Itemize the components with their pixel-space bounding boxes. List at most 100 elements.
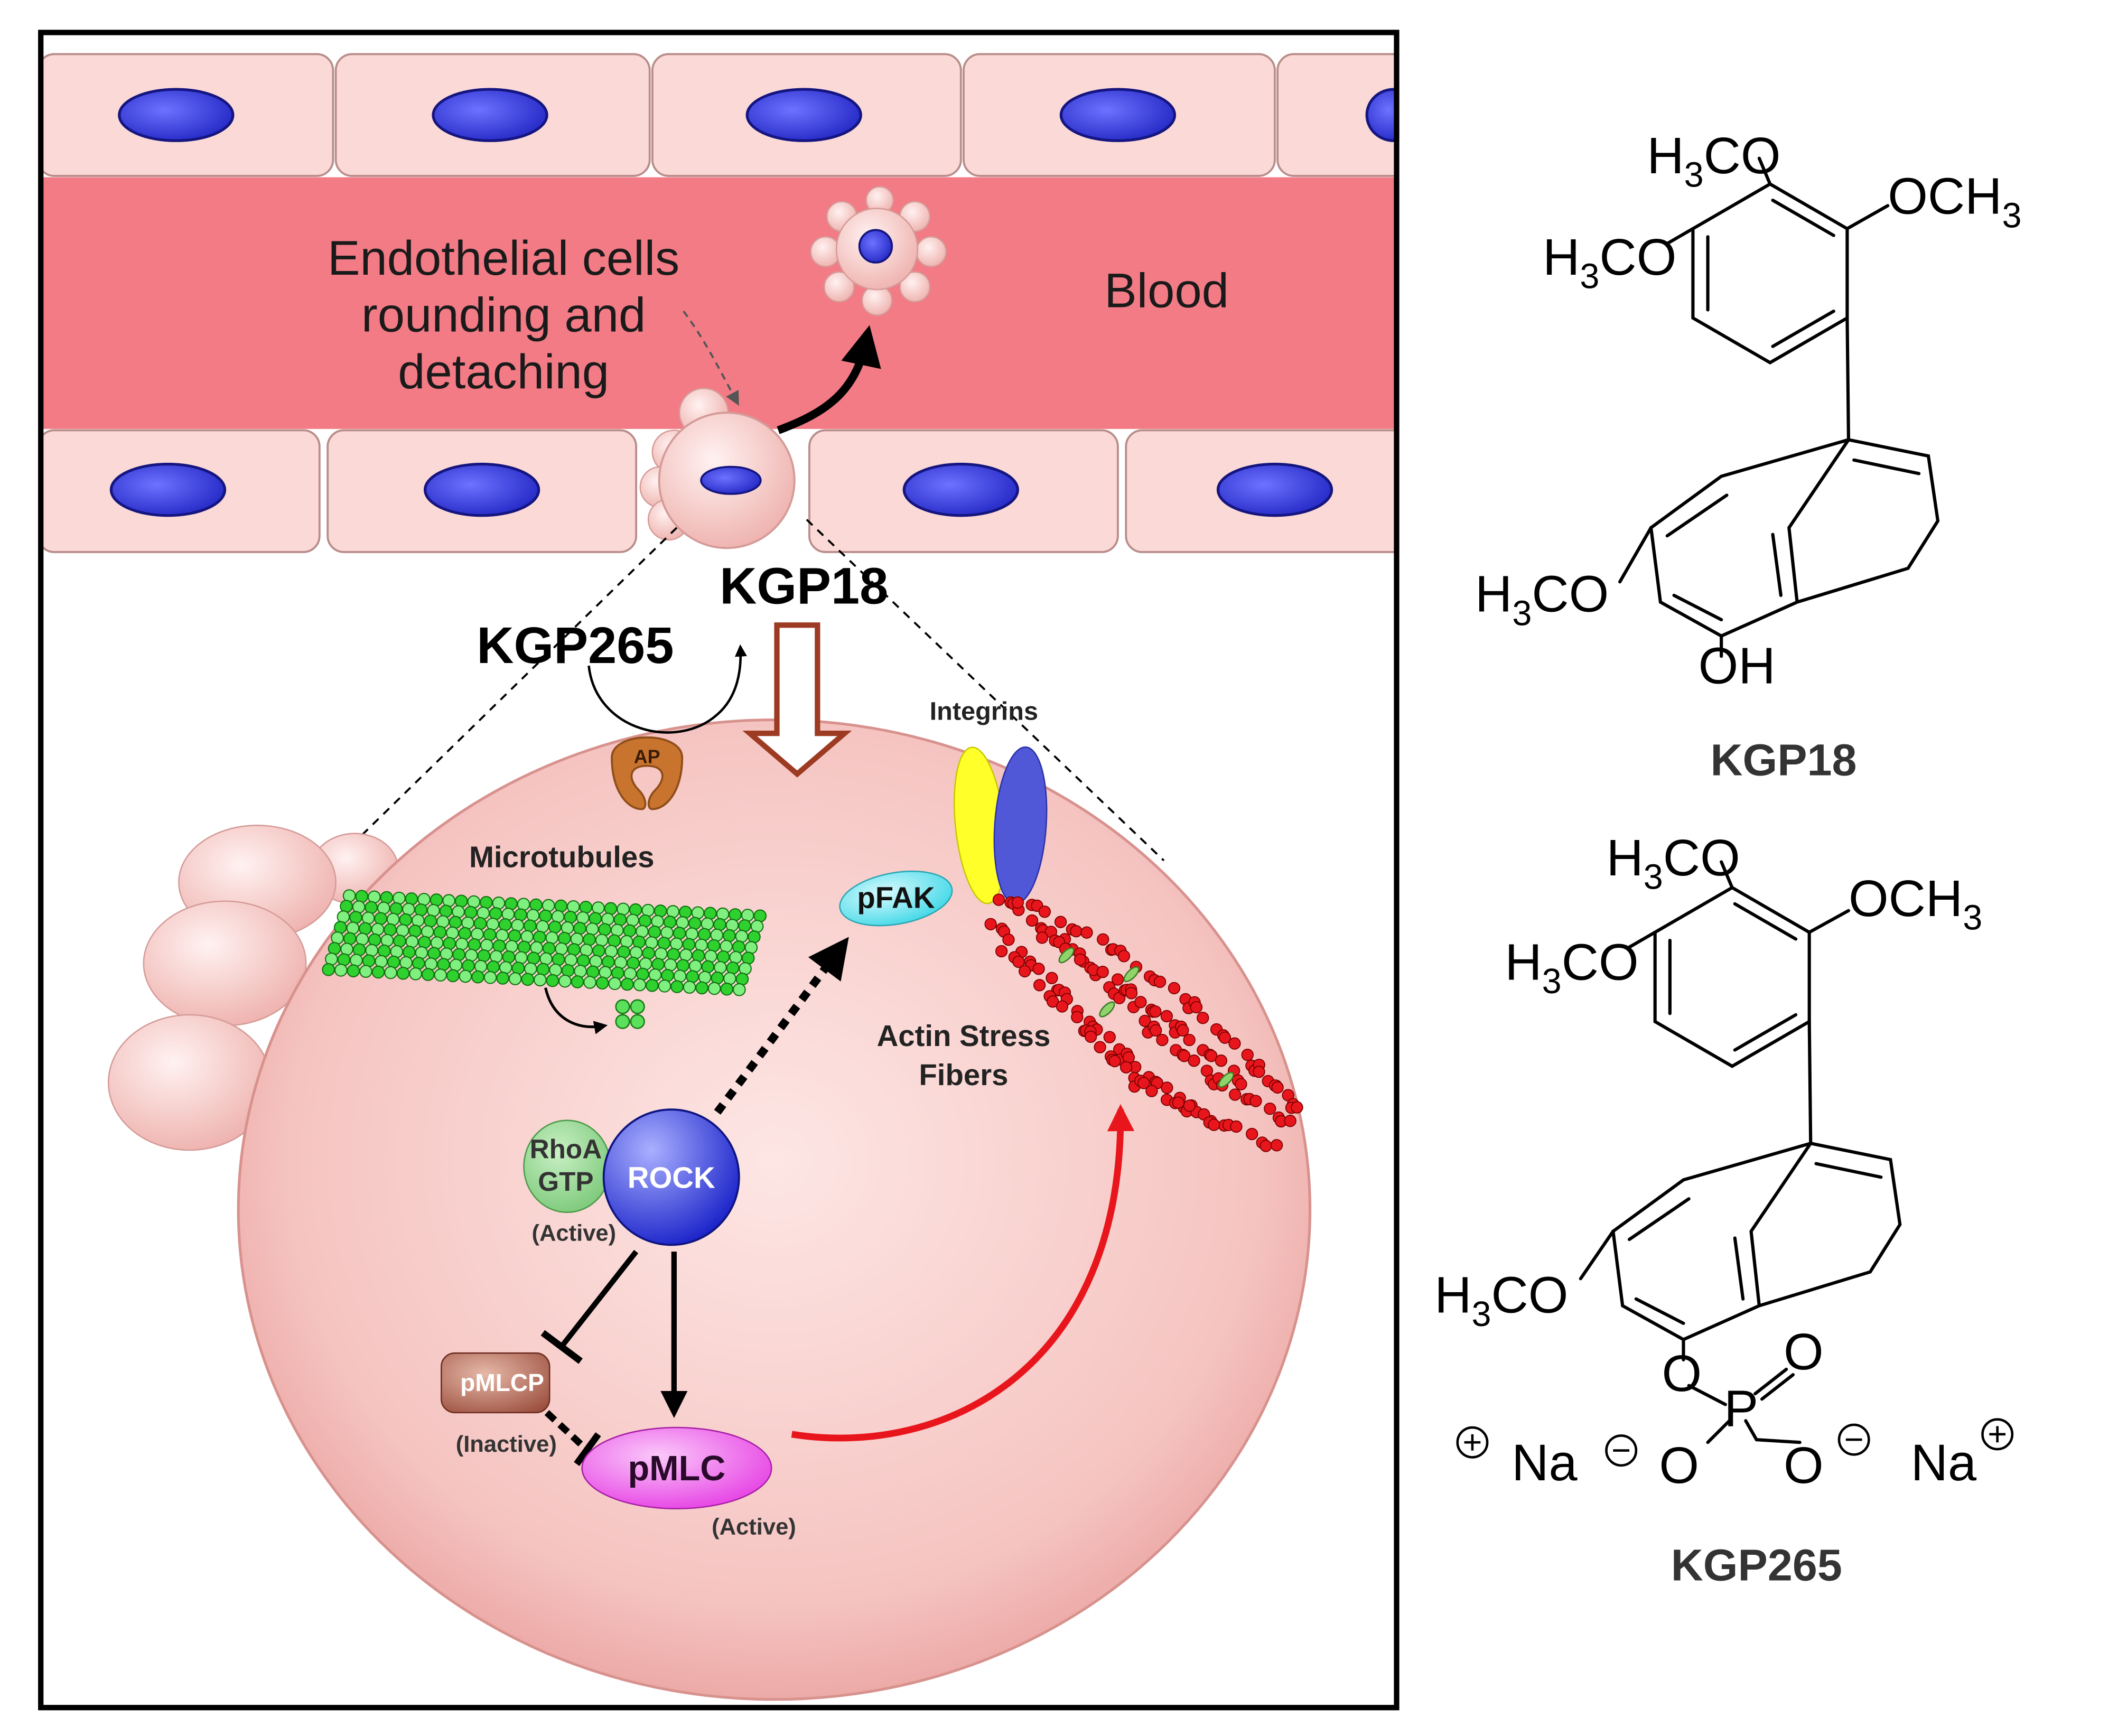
tubulin-subunit — [393, 935, 406, 948]
tubulin-subunit — [356, 932, 369, 946]
h3co-label: H3CO — [1543, 228, 1676, 296]
tubulin-subunit — [368, 933, 381, 947]
tubulin-subunit — [574, 965, 587, 978]
actin-monomer — [1188, 1054, 1200, 1067]
actin-monomer — [1097, 933, 1109, 946]
actin-monomer — [1125, 987, 1138, 1000]
tubulin-subunit — [542, 899, 555, 912]
tubulin-subunit — [492, 897, 506, 910]
tubulin-subunit — [359, 922, 372, 936]
tubulin-subunit — [464, 906, 478, 919]
tubulin-subunit — [521, 973, 535, 986]
tubulin-subunit — [361, 911, 375, 925]
actin-monomer — [1149, 1005, 1162, 1018]
tubulin-subunit — [663, 916, 677, 929]
myosin-crosslink — [1123, 966, 1140, 983]
kgp18-structure — [1618, 156, 1940, 658]
actin-monomer — [1178, 1050, 1191, 1062]
tubulin-subunit — [654, 947, 668, 960]
actin-monomer — [1074, 953, 1087, 966]
tubulin-subunit — [670, 937, 683, 950]
tubulin-subunit — [486, 917, 499, 931]
endothelial-cell — [1276, 53, 1397, 177]
tubulin-subunit — [524, 962, 537, 976]
tubulin-subunit — [496, 929, 509, 942]
zoom-guide-right — [806, 519, 1165, 862]
actin-monomer — [1229, 1088, 1242, 1101]
tubulin-subunit — [688, 917, 702, 930]
membrane-bleb — [899, 271, 931, 303]
gtp-label: GTP — [538, 1166, 593, 1197]
tubulin-subunit — [583, 933, 596, 946]
tubulin-subunit — [471, 970, 484, 984]
tubulin-subunit — [536, 920, 549, 934]
tubulin-subunit — [333, 921, 347, 934]
actin-stress-fibers — [984, 893, 1303, 1152]
rhoa-state-label: (Active) — [531, 1221, 616, 1246]
actin-monomer — [1096, 966, 1109, 978]
tubulin-subunit — [710, 928, 724, 942]
tubulin-subunit — [704, 949, 717, 963]
actin-monomer — [1208, 1118, 1220, 1131]
alkaline-phosphatase: AP — [611, 736, 684, 810]
tubulin-subunit — [365, 901, 378, 914]
actin-monomer — [1160, 1010, 1173, 1023]
actin-monomer — [1038, 906, 1051, 918]
inhibition-bar — [540, 1330, 583, 1364]
pmlcp-state-label: (Inactive) — [456, 1432, 557, 1457]
detached-cell — [810, 186, 947, 316]
tubulin-subunit — [610, 923, 624, 937]
tubulin-subunit — [615, 1014, 630, 1029]
positive-charge-icon — [1981, 1418, 2014, 1451]
tubulin-subunit — [613, 913, 627, 927]
tubulin-subunit — [617, 945, 630, 959]
nucleus — [1216, 462, 1333, 517]
tubulin-subunit — [328, 942, 341, 955]
tubulin-subunit — [691, 906, 705, 920]
kgp18-atom-labels: H3CO OCH3 H3CO H3CO OH KGP18 — [1475, 127, 2021, 785]
tubulin-subunit — [517, 940, 531, 954]
tubulin-subunit — [331, 931, 344, 945]
tubulin-subunit — [651, 914, 664, 928]
pmlcp-label: pMLCP — [460, 1369, 544, 1396]
tubulin-subunit — [738, 919, 751, 932]
tubulin-subunit — [632, 935, 646, 949]
actin-monomer — [1284, 1115, 1296, 1127]
tubulin-subunit — [527, 951, 540, 965]
tubulin-subunit — [701, 960, 715, 974]
tubulin-subunit — [604, 945, 618, 958]
nucleus — [745, 88, 862, 142]
tubulin-subunit — [623, 967, 637, 981]
nucleus — [858, 229, 893, 264]
positive-charge-icon — [1989, 1426, 2006, 1443]
tubulin-subunit — [686, 970, 699, 983]
tubulin-subunit — [561, 964, 575, 977]
phosphate-double-bond-oxygen: O — [1784, 1323, 1824, 1380]
tubulin-subunit — [620, 935, 633, 948]
actin-monomer — [1197, 1012, 1209, 1024]
trimethoxyphenyl-ring — [1691, 182, 1849, 365]
actin-monomer — [1056, 1000, 1069, 1013]
tubulin-subunit — [461, 916, 474, 930]
tubulin-subunit — [452, 905, 465, 919]
tubulin-subunit — [546, 974, 559, 987]
tubulin-subunit — [558, 974, 572, 988]
actin-monomer — [1035, 931, 1049, 944]
detachment-arrow — [777, 325, 881, 434]
tubulin-subunit — [340, 942, 353, 956]
actin-monomer — [1080, 926, 1093, 939]
tubulin-subunit — [744, 941, 758, 954]
tubulin-subunit — [726, 961, 740, 975]
myosin-crosslink — [1099, 1001, 1115, 1018]
tubulin-subunit — [716, 950, 730, 964]
actin-monomer — [1070, 925, 1083, 938]
tubulin-subunit — [412, 957, 425, 970]
benzosuberene-core — [1649, 438, 1940, 638]
tubulin-subunit — [629, 946, 643, 959]
phosphate-anion-oxygen: O — [1784, 1436, 1824, 1494]
och3-label: OCH3 — [1849, 870, 1982, 938]
nucleus — [118, 88, 235, 142]
tubulin-subunit — [604, 902, 618, 916]
tubulin-subunit — [530, 941, 543, 955]
